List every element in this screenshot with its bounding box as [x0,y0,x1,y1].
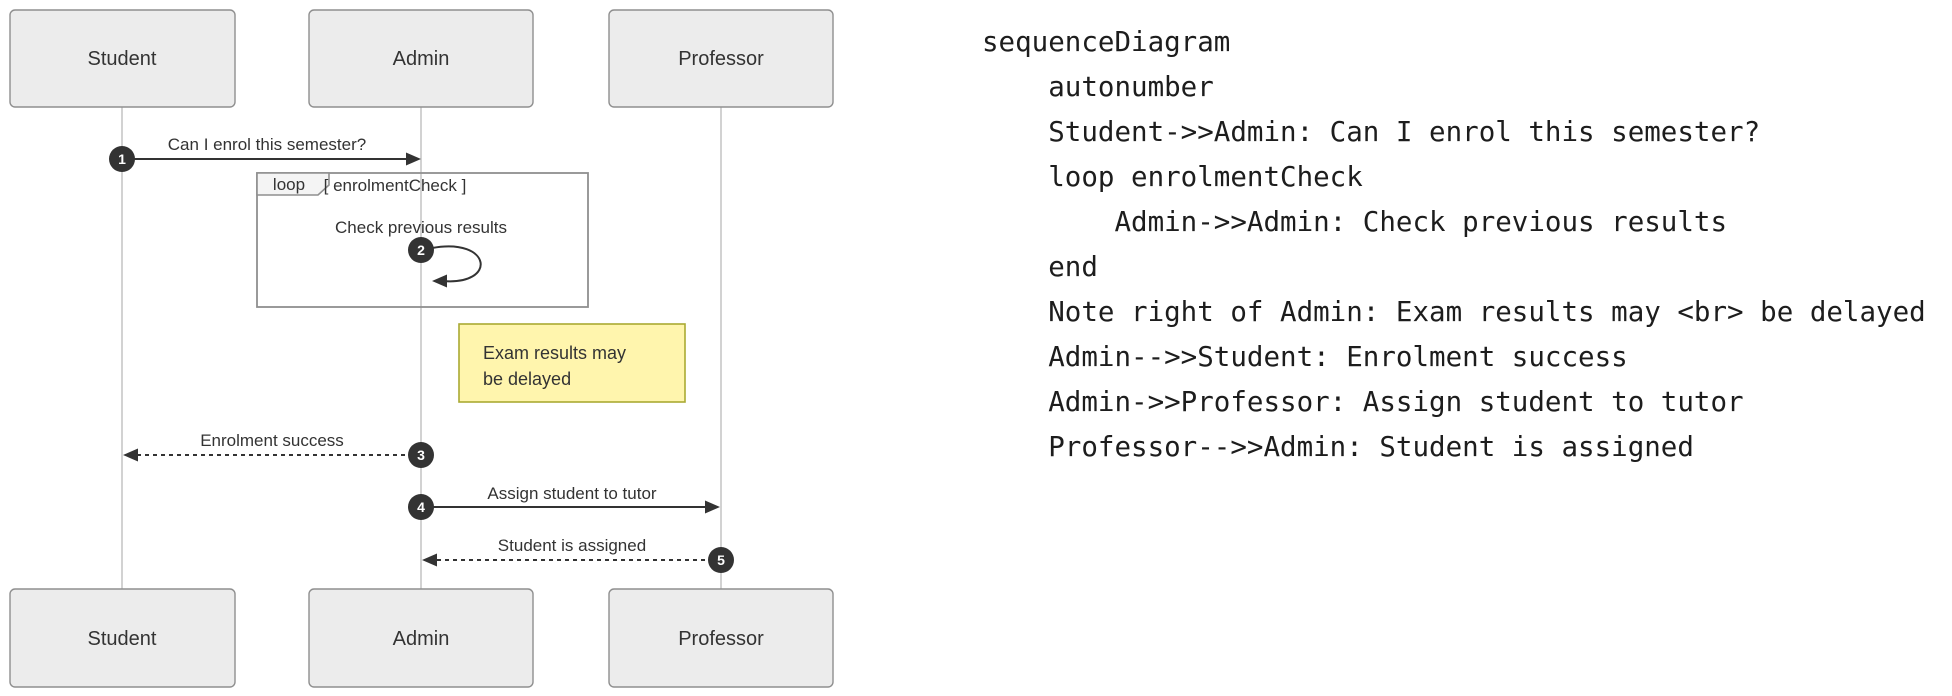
actor-top-student: Student [9,9,236,108]
badge-circle [408,494,434,520]
badge-number: 1 [118,151,126,167]
actor-label: Professor [678,48,764,70]
badge-circle [109,146,135,172]
actor-label: Admin [393,48,450,70]
actor-label: Professor [678,628,764,650]
badge-circle [408,442,434,468]
loop-fragment: loop [ enrolmentCheck ] Check previous r… [256,172,589,308]
message-3: Enrolment success [123,431,421,462]
arrowhead-right-icon [406,152,421,166]
actor-box [608,9,834,108]
note-line-2: be delayed [483,369,571,389]
arrowhead-left-icon [432,274,447,288]
code-line: Admin-->>Student: Enrolment success [982,341,1628,373]
code-line: Professor-->>Admin: Student is assigned [982,431,1694,463]
self-message-arc [431,245,482,283]
message-4: Assign student to tutor [421,484,720,514]
badge-number: 2 [417,242,425,258]
message-label: Can I enrol this semester? [168,135,366,154]
code-line: end [982,251,1098,283]
note-box [458,323,686,403]
actor-box [608,588,834,688]
actor-label: Student [88,48,157,70]
actor-top-admin: Admin [308,9,534,108]
arrowhead-right-icon [705,500,720,514]
message-5: Student is assigned [422,536,721,567]
loop-condition: [ enrolmentCheck ] [324,176,467,195]
actor-box [9,9,236,108]
badge-number: 4 [417,499,425,515]
badge-number: 3 [417,447,425,463]
code-line: Student->>Admin: Can I enrol this semest… [982,116,1761,148]
note-line-1: Exam results may [483,343,626,363]
message-label: Assign student to tutor [487,484,656,503]
mermaid-source-code: sequenceDiagram autonumber Student->>Adm… [982,20,1926,470]
sequence-number-badges: 1 2 3 4 5 [109,146,734,573]
sequence-diagram-canvas: Student Admin Professor Can I enrol this… [9,9,834,688]
message-1: Can I enrol this semester? [122,135,421,166]
actor-box [308,588,534,688]
code-line: Note right of Admin: Exam results may <b… [982,296,1926,328]
message-label: Enrolment success [200,431,344,450]
actor-box [9,588,236,688]
code-line: autonumber [982,71,1214,103]
actor-box [308,9,534,108]
code-line: sequenceDiagram [982,26,1231,58]
actor-bottom-professor: Professor [608,588,834,688]
code-line: Admin->>Admin: Check previous results [982,206,1728,238]
message-label: Check previous results [335,218,507,237]
arrowhead-left-icon [422,553,437,567]
actor-bottom-student: Student [9,588,236,688]
message-label: Student is assigned [498,536,646,555]
loop-label-tab [256,172,330,196]
badge-circle [708,547,734,573]
actor-label: Student [88,628,157,650]
arrowhead-left-icon [123,448,138,462]
actor-bottom-admin: Admin [308,588,534,688]
badge-number: 5 [717,552,725,568]
loop-keyword: loop [273,175,305,194]
loop-border [256,172,589,308]
actor-top-professor: Professor [608,9,834,108]
code-line: Admin->>Professor: Assign student to tut… [982,386,1744,418]
code-line: loop enrolmentCheck [982,161,1363,193]
badge-circle [408,237,434,263]
note: Exam results may be delayed [458,323,686,403]
actor-label: Admin [393,628,450,650]
